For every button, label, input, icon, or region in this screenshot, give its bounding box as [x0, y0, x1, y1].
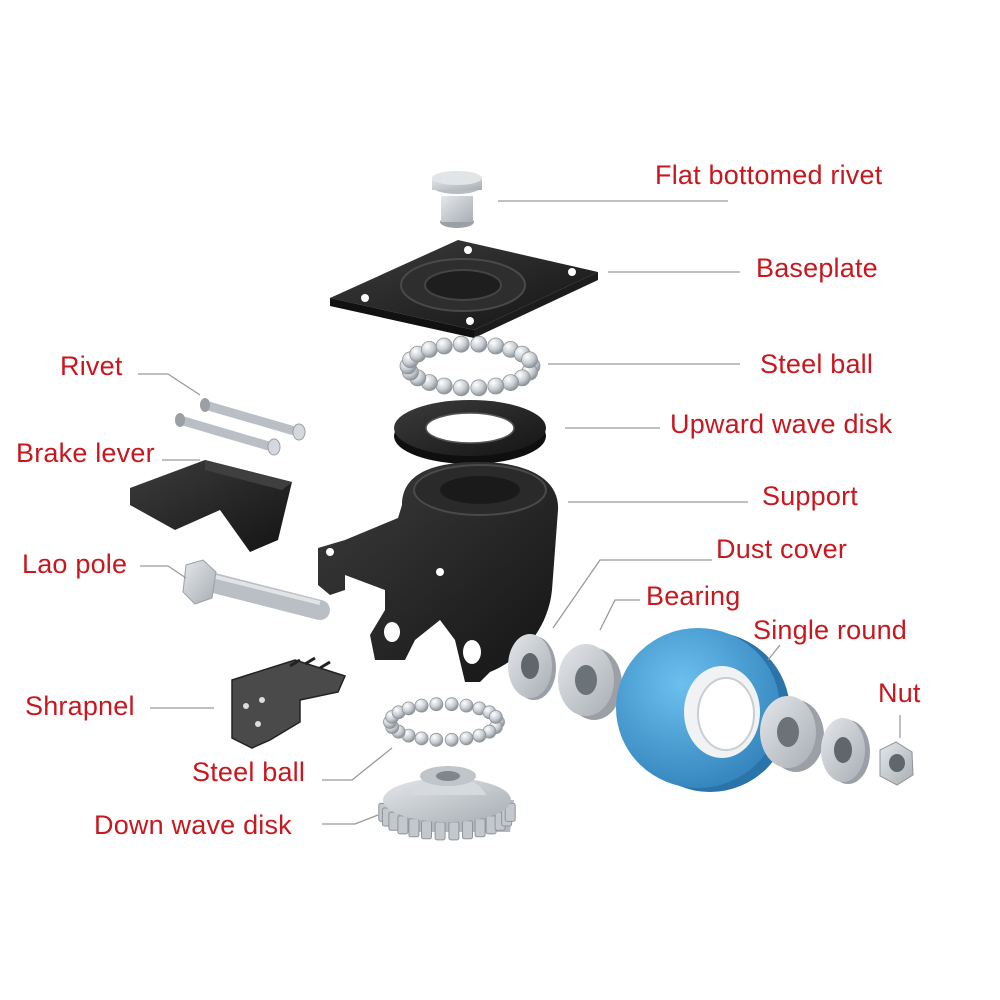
leader-dust-cover [552, 559, 712, 629]
dust-cover-right-part [821, 718, 870, 784]
bearing-right-part [760, 696, 824, 772]
leader-steel-ball-bottom [322, 747, 393, 781]
rivet-part [175, 398, 306, 456]
label-brake-lever: Brake lever [16, 438, 155, 468]
steel-ball [444, 732, 459, 747]
disk-tooth [408, 818, 420, 838]
bearing-left-part [558, 644, 622, 720]
label-single-round: Single round [753, 615, 908, 645]
steel-ball [444, 697, 459, 712]
steel-ball-ring-bottom-part [383, 697, 505, 747]
leader-lines [138, 200, 901, 825]
label-baseplate: Baseplate [756, 253, 878, 283]
label-nut: Nut [878, 678, 921, 708]
leader-single-round [767, 644, 781, 661]
steel-ball [459, 698, 474, 713]
steel-ball [488, 710, 503, 724]
steel-ball [452, 379, 470, 397]
steel-ball [414, 698, 429, 713]
leader-down-wave-disk [322, 814, 379, 825]
steel-ball [401, 701, 416, 716]
label-steel-ball-bottom: Steel ball [192, 757, 306, 787]
disk-tooth [421, 820, 432, 840]
steel-ball [521, 351, 538, 369]
label-dust-cover: Dust cover [716, 534, 848, 564]
steel-ball [429, 697, 444, 712]
leader-rivet [138, 373, 201, 396]
label-down-wave-disk: Down wave disk [94, 810, 292, 840]
down-wave-disk-part [378, 766, 516, 841]
steel-ball [470, 335, 488, 353]
baseplate-part [330, 240, 598, 338]
label-upward-wave-disk: Upward wave disk [670, 409, 893, 439]
disk-tooth [434, 821, 446, 841]
steel-ball [472, 728, 487, 743]
steel-ball [487, 337, 505, 355]
support-part [318, 462, 559, 682]
steel-ball [470, 379, 488, 397]
disk-tooth [462, 820, 473, 840]
steel-ball [502, 374, 520, 392]
steel-ball [414, 731, 429, 746]
label-flat-bottomed-rivet: Flat bottomed rivet [655, 160, 883, 190]
label-shrapnel: Shrapnel [25, 691, 135, 721]
upward-wave-disk-part [394, 400, 546, 464]
dust-cover-left-part [508, 634, 556, 700]
disk-tooth [448, 821, 460, 841]
steel-ball [435, 377, 453, 395]
label-steel-ball-top: Steel ball [760, 349, 874, 379]
steel-ball-ring-top-part [399, 335, 541, 397]
lao-pole-part [182, 559, 330, 620]
steel-ball [459, 731, 474, 746]
steel-ball [435, 337, 453, 355]
flat-bottomed-rivet-part [432, 171, 482, 228]
steel-ball [429, 732, 444, 747]
label-bearing: Bearing [646, 581, 741, 611]
label-support: Support [762, 481, 858, 511]
brake-lever-part [130, 460, 292, 552]
leader-lao-pole [140, 565, 187, 579]
label-lao-pole: Lao pole [22, 549, 128, 579]
disk-tooth [474, 818, 486, 838]
single-round-wheel-part [616, 628, 790, 792]
steel-ball [487, 377, 505, 395]
shrapnel-part [231, 656, 347, 749]
steel-ball [452, 335, 470, 353]
leader-bearing [599, 599, 640, 631]
label-rivet: Rivet [60, 351, 123, 381]
nut-part [879, 741, 914, 786]
steel-ball [420, 340, 438, 358]
disk-tooth [397, 815, 409, 835]
